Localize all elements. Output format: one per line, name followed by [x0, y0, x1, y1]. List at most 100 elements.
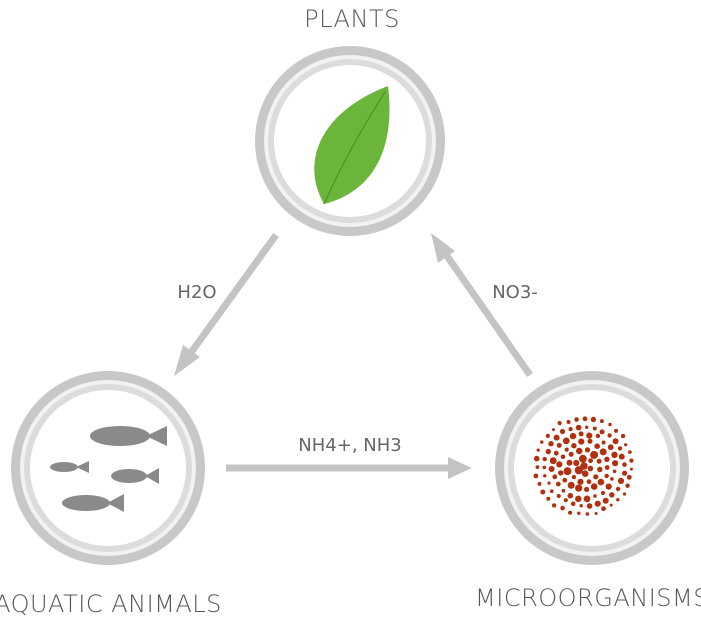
microbe-dot	[562, 437, 570, 445]
node-microorganisms	[495, 371, 689, 565]
microbe-dot	[578, 431, 584, 437]
microbe-dot	[566, 459, 573, 466]
arrow-animals-to-microorganisms	[226, 457, 472, 479]
microbe-dot	[587, 465, 594, 472]
microbe-dot	[628, 450, 632, 454]
edge-label-h2o: H2O	[177, 282, 216, 303]
microbe-dot	[569, 432, 577, 440]
microbe-dot	[577, 478, 584, 485]
microbe-dot	[542, 465, 547, 470]
microbe-dot	[597, 466, 603, 473]
microbe-dot	[612, 469, 617, 474]
microbe-dot	[594, 443, 600, 450]
microbe-dot	[622, 462, 627, 467]
microbe-dot	[601, 506, 606, 512]
microbe-dot	[573, 459, 580, 467]
microbe-dot	[617, 477, 625, 484]
microbe-dot	[545, 448, 551, 455]
microbe-dot	[609, 503, 613, 507]
node-aquatic-animals	[11, 371, 205, 565]
microbe-dot	[584, 486, 590, 492]
microbe-dot	[575, 484, 583, 492]
microbe-dot	[548, 441, 554, 447]
arrow-plants-to-animals	[174, 232, 279, 376]
microbe-dot	[576, 447, 583, 455]
node-plants	[255, 46, 445, 236]
microbe-dot	[553, 434, 560, 441]
microbe-dot	[605, 483, 612, 490]
fish-medium-left	[62, 494, 124, 512]
fish-large	[90, 426, 167, 446]
microbe-dot	[599, 448, 607, 456]
microbe-dot	[533, 473, 539, 479]
microbe-dot	[625, 483, 630, 488]
node-label-microorganisms: MICROORGANISMS	[475, 584, 701, 612]
microbe-dot	[549, 457, 557, 465]
microbe-dot	[612, 460, 619, 467]
microbe-dot	[559, 428, 566, 435]
microbe-dot	[542, 456, 547, 462]
microbe-dot	[575, 424, 582, 431]
microbe-dot	[552, 428, 555, 432]
microbe-dot	[585, 425, 589, 429]
microbe-dot	[563, 467, 572, 476]
microbe-dot	[560, 505, 565, 511]
microbe-dot	[566, 420, 571, 424]
microbe-dot	[540, 440, 544, 444]
edge-label-no3: NO3-	[492, 282, 538, 303]
microbe-dot	[581, 470, 589, 478]
microbe-dot	[588, 458, 593, 464]
microbe-dot	[568, 427, 573, 432]
node-label-plants: PLANTS	[304, 5, 400, 33]
microbe-dot	[595, 433, 601, 439]
microbe-dot	[587, 438, 593, 444]
microbe-dot	[553, 450, 559, 456]
microbe-dot	[579, 504, 583, 508]
microbe-dot	[571, 443, 577, 449]
microbe-dot	[604, 456, 610, 462]
microbe-dot	[601, 440, 606, 445]
microbe-dot	[579, 454, 587, 463]
edge-label-nh4-nh3: NH4+, NH3	[298, 435, 401, 456]
microbe-dot	[543, 474, 547, 478]
microbe-dot	[593, 474, 599, 480]
microbe-dot	[597, 478, 605, 486]
microbe-dot	[584, 447, 591, 453]
microbe-dot	[561, 488, 566, 493]
microbe-dot	[545, 433, 550, 438]
microbe-dot	[533, 455, 540, 462]
microbe-dot	[599, 419, 604, 424]
microbe-dot	[622, 470, 628, 476]
microbe-dot	[607, 444, 614, 451]
microbe-dot	[596, 458, 602, 464]
microbe-dot	[585, 512, 590, 516]
microbe-dot	[586, 479, 592, 485]
fish-medium-right	[111, 468, 159, 484]
microbe-dot	[601, 491, 605, 495]
microbe-dot	[567, 481, 575, 489]
microbe-dot	[575, 495, 582, 502]
microbe-dot	[568, 510, 573, 515]
microbe-dot	[607, 433, 612, 438]
microbe-dot	[570, 501, 576, 507]
microbe-dot	[594, 512, 598, 515]
microbe-dot	[629, 458, 634, 463]
microbe-dot	[578, 438, 585, 445]
microbe-dot	[586, 503, 593, 509]
fish-icon	[50, 426, 167, 512]
microbe-dot	[556, 494, 561, 498]
microbe-dot	[622, 492, 627, 496]
microbe-dot	[611, 451, 618, 458]
microbe-dot	[574, 417, 579, 422]
microbe-dot	[558, 470, 564, 476]
microbe-dot	[577, 511, 581, 515]
microbe-dot	[612, 438, 619, 445]
microbe-dot	[593, 494, 597, 498]
microbe-dot	[551, 503, 557, 508]
microbe-dot	[624, 443, 628, 447]
microbe-dot	[583, 495, 591, 503]
microbe-dot	[610, 477, 614, 481]
microbe-dot	[620, 433, 626, 439]
microbe-dot	[599, 429, 605, 435]
